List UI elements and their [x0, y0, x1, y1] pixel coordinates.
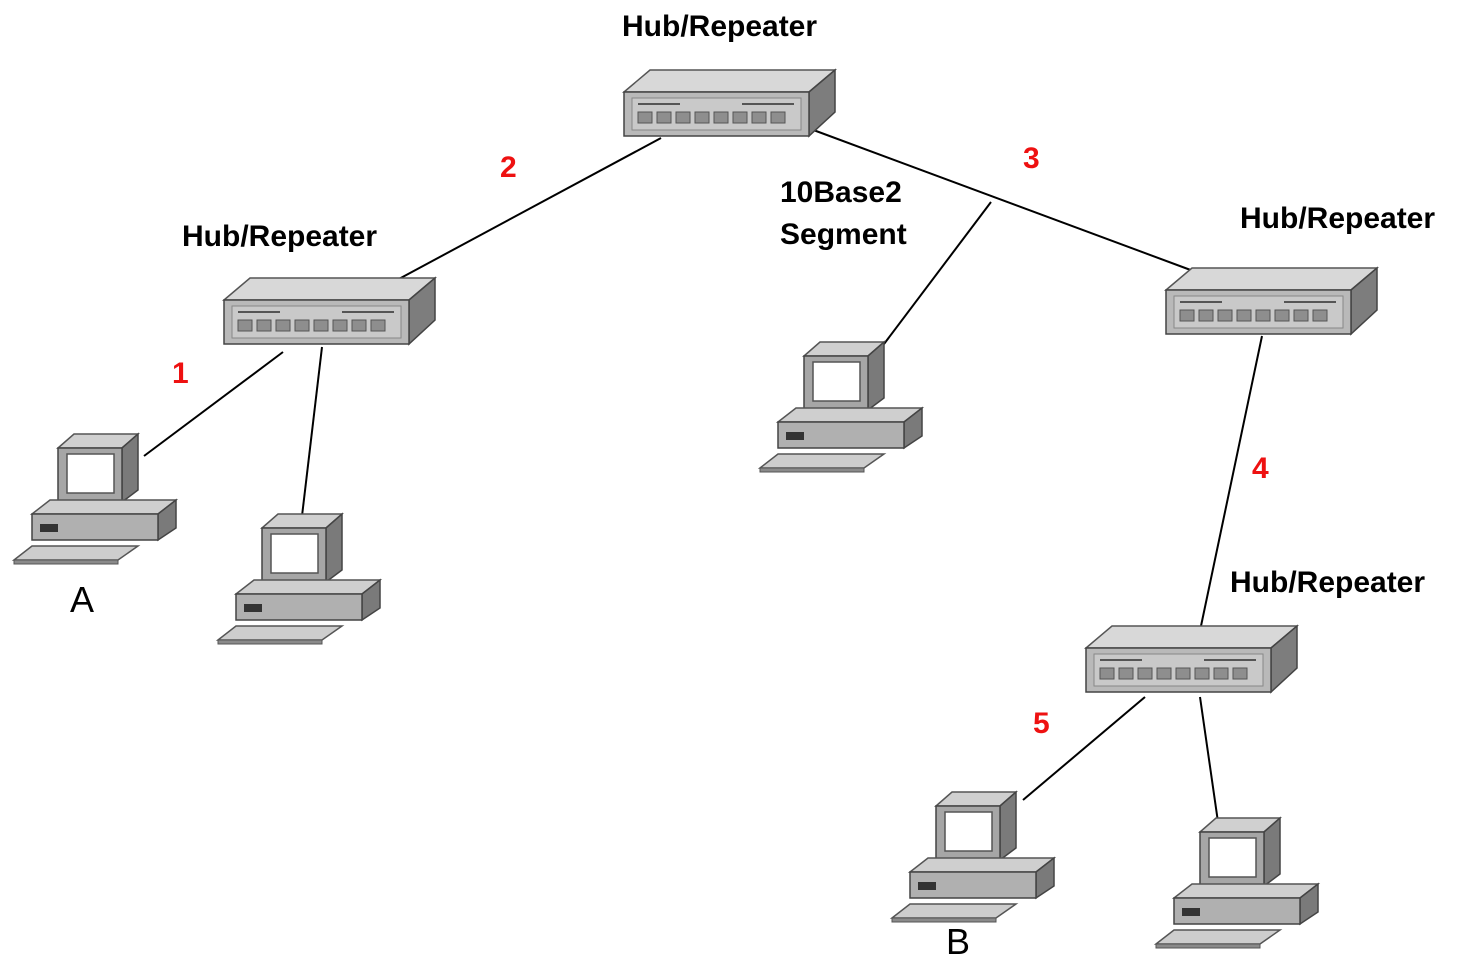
computer-a: [13, 433, 177, 565]
hub-bottom: [1085, 625, 1298, 693]
link-number-3: 3: [1023, 142, 1040, 175]
hub-right: [1165, 267, 1378, 335]
link-number-5: 5: [1033, 707, 1050, 740]
link-5-line: [1022, 696, 1146, 801]
link-number-4: 4: [1252, 452, 1269, 485]
endpoint-a-label: A: [70, 579, 95, 620]
link-2-line: [396, 137, 662, 281]
computer-bottom-2: [1155, 817, 1319, 949]
hub-left: [223, 277, 436, 345]
link-number-1: 1: [172, 357, 189, 390]
hub-top: [623, 69, 836, 137]
segment-drop-line: [883, 201, 992, 345]
connection-lines: [143, 127, 1263, 823]
computer-left-2: [217, 513, 381, 645]
computer-b: [891, 791, 1055, 923]
hub-bottom-label: Hub/Repeater: [1230, 566, 1426, 599]
link-1-line: [143, 351, 284, 457]
segment-label-line1: 10Base2: [780, 176, 902, 209]
bottom-pc2-line: [1199, 696, 1219, 823]
hub-right-label: Hub/Repeater: [1240, 202, 1436, 235]
hub-top-label: Hub/Repeater: [622, 10, 818, 43]
hub-left-label: Hub/Repeater: [182, 220, 378, 253]
endpoint-b-label: B: [946, 921, 971, 962]
segment-label: 10Base2 Segment: [780, 172, 907, 256]
computer-segment: [759, 341, 923, 473]
segment-label-line2: Segment: [780, 218, 907, 251]
link-4-line: [1200, 335, 1263, 627]
link-3-line: [807, 127, 1197, 273]
link-number-2: 2: [500, 151, 517, 184]
left-pc2-line: [301, 346, 323, 517]
